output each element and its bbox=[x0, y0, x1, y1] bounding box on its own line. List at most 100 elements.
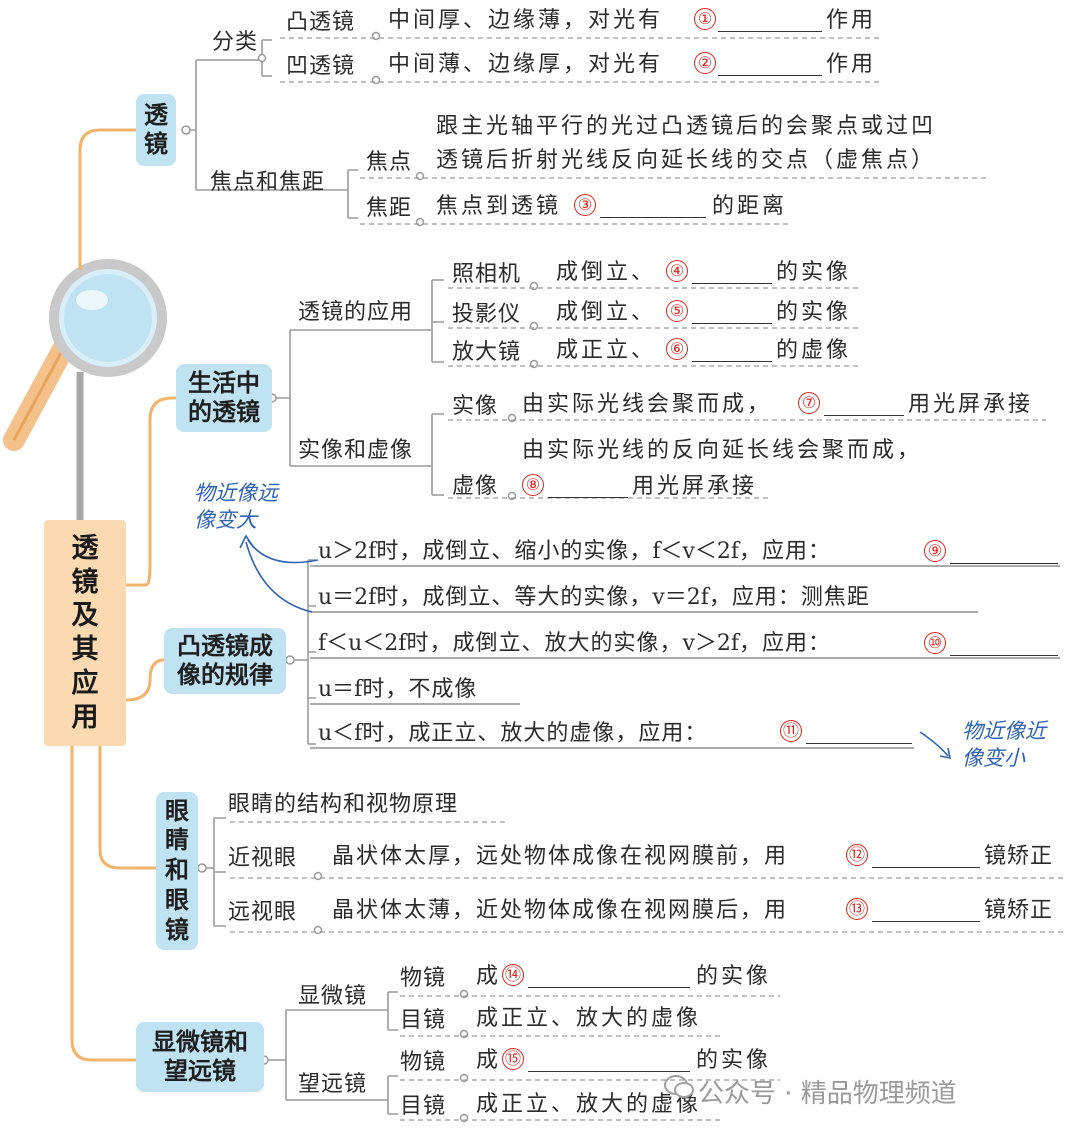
blank-number-10: ⑩ bbox=[924, 632, 946, 654]
virtual-image-text: 由实际光线的反向延长线会聚而成， bbox=[522, 438, 923, 463]
eyepiece-label: 目镜 bbox=[400, 1008, 447, 1033]
note-far-near: 物近像远 像变大 bbox=[194, 480, 278, 535]
note-near-near: 物近像近 像变小 bbox=[962, 718, 1046, 773]
life-topic-box: 生活中 的透镜 bbox=[176, 364, 272, 432]
rule-relation: v＝2f bbox=[652, 585, 709, 610]
answer-blank bbox=[872, 921, 980, 922]
main-title: 透 镜 及 其 应 用 bbox=[44, 520, 126, 746]
blank-number-8: ⑧ bbox=[522, 474, 544, 496]
lens-title-char: 透 bbox=[144, 101, 168, 130]
blank-number-12: ⑫ bbox=[846, 844, 868, 866]
real-image-label: 实像 bbox=[452, 394, 499, 419]
convex-suffix: 作用 bbox=[826, 8, 877, 33]
convex-label: 凸透镜 bbox=[286, 10, 356, 35]
rules-topic-box: 凸透镜成 像的规律 bbox=[164, 628, 286, 694]
eye-topic-box: 眼 睛 和 眼 镜 bbox=[156, 792, 198, 950]
objective-text: 成 bbox=[476, 964, 502, 989]
rule-text: 时，成倒立、放大的实像， bbox=[406, 631, 683, 656]
focus-text-line2: 透镜后折射光线反向延长线的交点（虚焦点） bbox=[436, 148, 937, 173]
eye-title-char: 和 bbox=[165, 856, 189, 885]
real-image-text: 由实际光线会聚而成， bbox=[522, 392, 773, 417]
magnifier-icon bbox=[3, 259, 167, 451]
lens-apps-label: 透镜的应用 bbox=[298, 300, 414, 325]
eyepiece-label: 目镜 bbox=[400, 1094, 447, 1119]
focal-length-label: 焦距 bbox=[366, 196, 413, 221]
hyperopia-text: 晶状体太薄，近处物体成像在视网膜后，用 bbox=[332, 898, 789, 923]
rule-1: u＞2f时，成倒立、缩小的实像，f＜v＜2f，应用： bbox=[318, 541, 831, 563]
concave-label: 凹透镜 bbox=[286, 54, 356, 79]
rules-title-line: 像的规律 bbox=[177, 661, 273, 689]
objective-suffix: 的实像 bbox=[696, 1048, 772, 1073]
convex-text: 中间厚、边缘薄，对光有 bbox=[388, 8, 664, 33]
scopes-topic-box: 显微镜和 望远镜 bbox=[136, 1022, 264, 1092]
focal-length-suffix: 的距离 bbox=[712, 194, 788, 219]
camera-label: 照相机 bbox=[452, 262, 522, 287]
projector-label: 投影仪 bbox=[452, 302, 522, 327]
rule-condition: u＜f bbox=[318, 721, 363, 746]
wechat-icon bbox=[664, 1075, 694, 1098]
focal-length-text: 焦点到透镜 bbox=[436, 194, 562, 219]
rule-application: ，应用：测焦距 bbox=[708, 585, 870, 610]
real-image-suffix: 用光屏承接 bbox=[908, 392, 1034, 417]
answer-blank bbox=[806, 743, 912, 744]
objective-text: 成 bbox=[476, 1048, 502, 1073]
blank-number-11: ⑪ bbox=[780, 720, 802, 742]
answer-blank bbox=[600, 217, 706, 218]
life-title-line: 的透镜 bbox=[188, 398, 260, 426]
main-title-char: 镜 bbox=[71, 566, 99, 598]
virtual-image-suffix: 用光屏承接 bbox=[632, 474, 758, 499]
hyperopia-label: 远视眼 bbox=[228, 900, 298, 925]
main-title-char: 应 bbox=[71, 667, 99, 699]
myopia-text: 晶状体太厚，远处物体成像在视网膜前，用 bbox=[332, 844, 789, 869]
rule-text: 时，不成像 bbox=[362, 677, 478, 702]
blank-number-1: ① bbox=[694, 8, 716, 30]
blank-number-15: ⑮ bbox=[502, 1048, 524, 1070]
blank-number-2: ② bbox=[694, 52, 716, 74]
virtual-image-label: 虚像 bbox=[452, 474, 499, 499]
answer-blank bbox=[950, 563, 1058, 564]
objective-label: 物镜 bbox=[400, 966, 447, 991]
rule-condition: u＝2f bbox=[318, 585, 377, 610]
rule-text: 时，成倒立、缩小的实像， bbox=[376, 539, 653, 564]
rule-relation: f＜v＜2f bbox=[652, 539, 740, 564]
eye-title-char: 镜 bbox=[165, 915, 189, 944]
note-line: 物近像近 bbox=[962, 719, 1046, 743]
rule-condition: f＜u＜2f bbox=[318, 631, 407, 656]
blank-number-3: ③ bbox=[574, 194, 596, 216]
projector-text: 成倒立、 bbox=[556, 300, 657, 325]
magnifier-label: 放大镜 bbox=[452, 340, 522, 365]
rule-relation: v＞2f bbox=[682, 631, 740, 656]
note-line: 像变小 bbox=[962, 746, 1025, 771]
rule-application: ，应用： bbox=[739, 631, 832, 656]
main-title-char: 及 bbox=[71, 600, 99, 632]
answer-blank bbox=[692, 283, 772, 284]
objective-suffix: 的实像 bbox=[696, 964, 772, 989]
answer-blank bbox=[718, 31, 822, 32]
rules-title-line: 凸透镜成 bbox=[177, 632, 273, 661]
microscope-label: 显微镜 bbox=[298, 984, 368, 1009]
eye-title-char: 睛 bbox=[165, 826, 189, 855]
blank-number-4: ④ bbox=[666, 260, 688, 282]
telescope-label: 望远镜 bbox=[298, 1072, 368, 1097]
rule-4: u＝f时，不成像 bbox=[318, 679, 477, 701]
blank-number-6: ⑥ bbox=[666, 338, 688, 360]
rule-text: 时，成倒立、等大的实像， bbox=[376, 585, 653, 610]
eyepiece-text: 成正立、放大的虚像 bbox=[476, 1006, 702, 1031]
objective-label: 物镜 bbox=[400, 1050, 447, 1075]
magnifier-text: 成正立、 bbox=[556, 338, 657, 363]
rule-3: f＜u＜2f时，成倒立、放大的实像，v＞2f，应用： bbox=[318, 633, 831, 655]
answer-blank bbox=[824, 415, 904, 416]
focus-text-line1: 跟主光轴平行的光过凸透镜后的会聚点或过凹 bbox=[436, 114, 937, 139]
rule-application: ，应用： bbox=[739, 539, 832, 564]
magnifier-suffix: 的虚像 bbox=[776, 338, 852, 363]
main-title-char: 其 bbox=[71, 634, 99, 665]
camera-text: 成倒立、 bbox=[556, 260, 657, 285]
rule-5: u＜f时，成正立、放大的虚像，应用： bbox=[318, 723, 707, 745]
blank-number-14: ⑭ bbox=[502, 964, 524, 986]
eye-title-char: 眼 bbox=[165, 885, 189, 914]
eyepiece-text: 成正立、放大的虚像 bbox=[476, 1092, 702, 1117]
rule-condition: u＝f bbox=[318, 677, 363, 702]
images-label: 实像和虚像 bbox=[298, 438, 414, 463]
blank-number-9: ⑨ bbox=[924, 540, 946, 562]
